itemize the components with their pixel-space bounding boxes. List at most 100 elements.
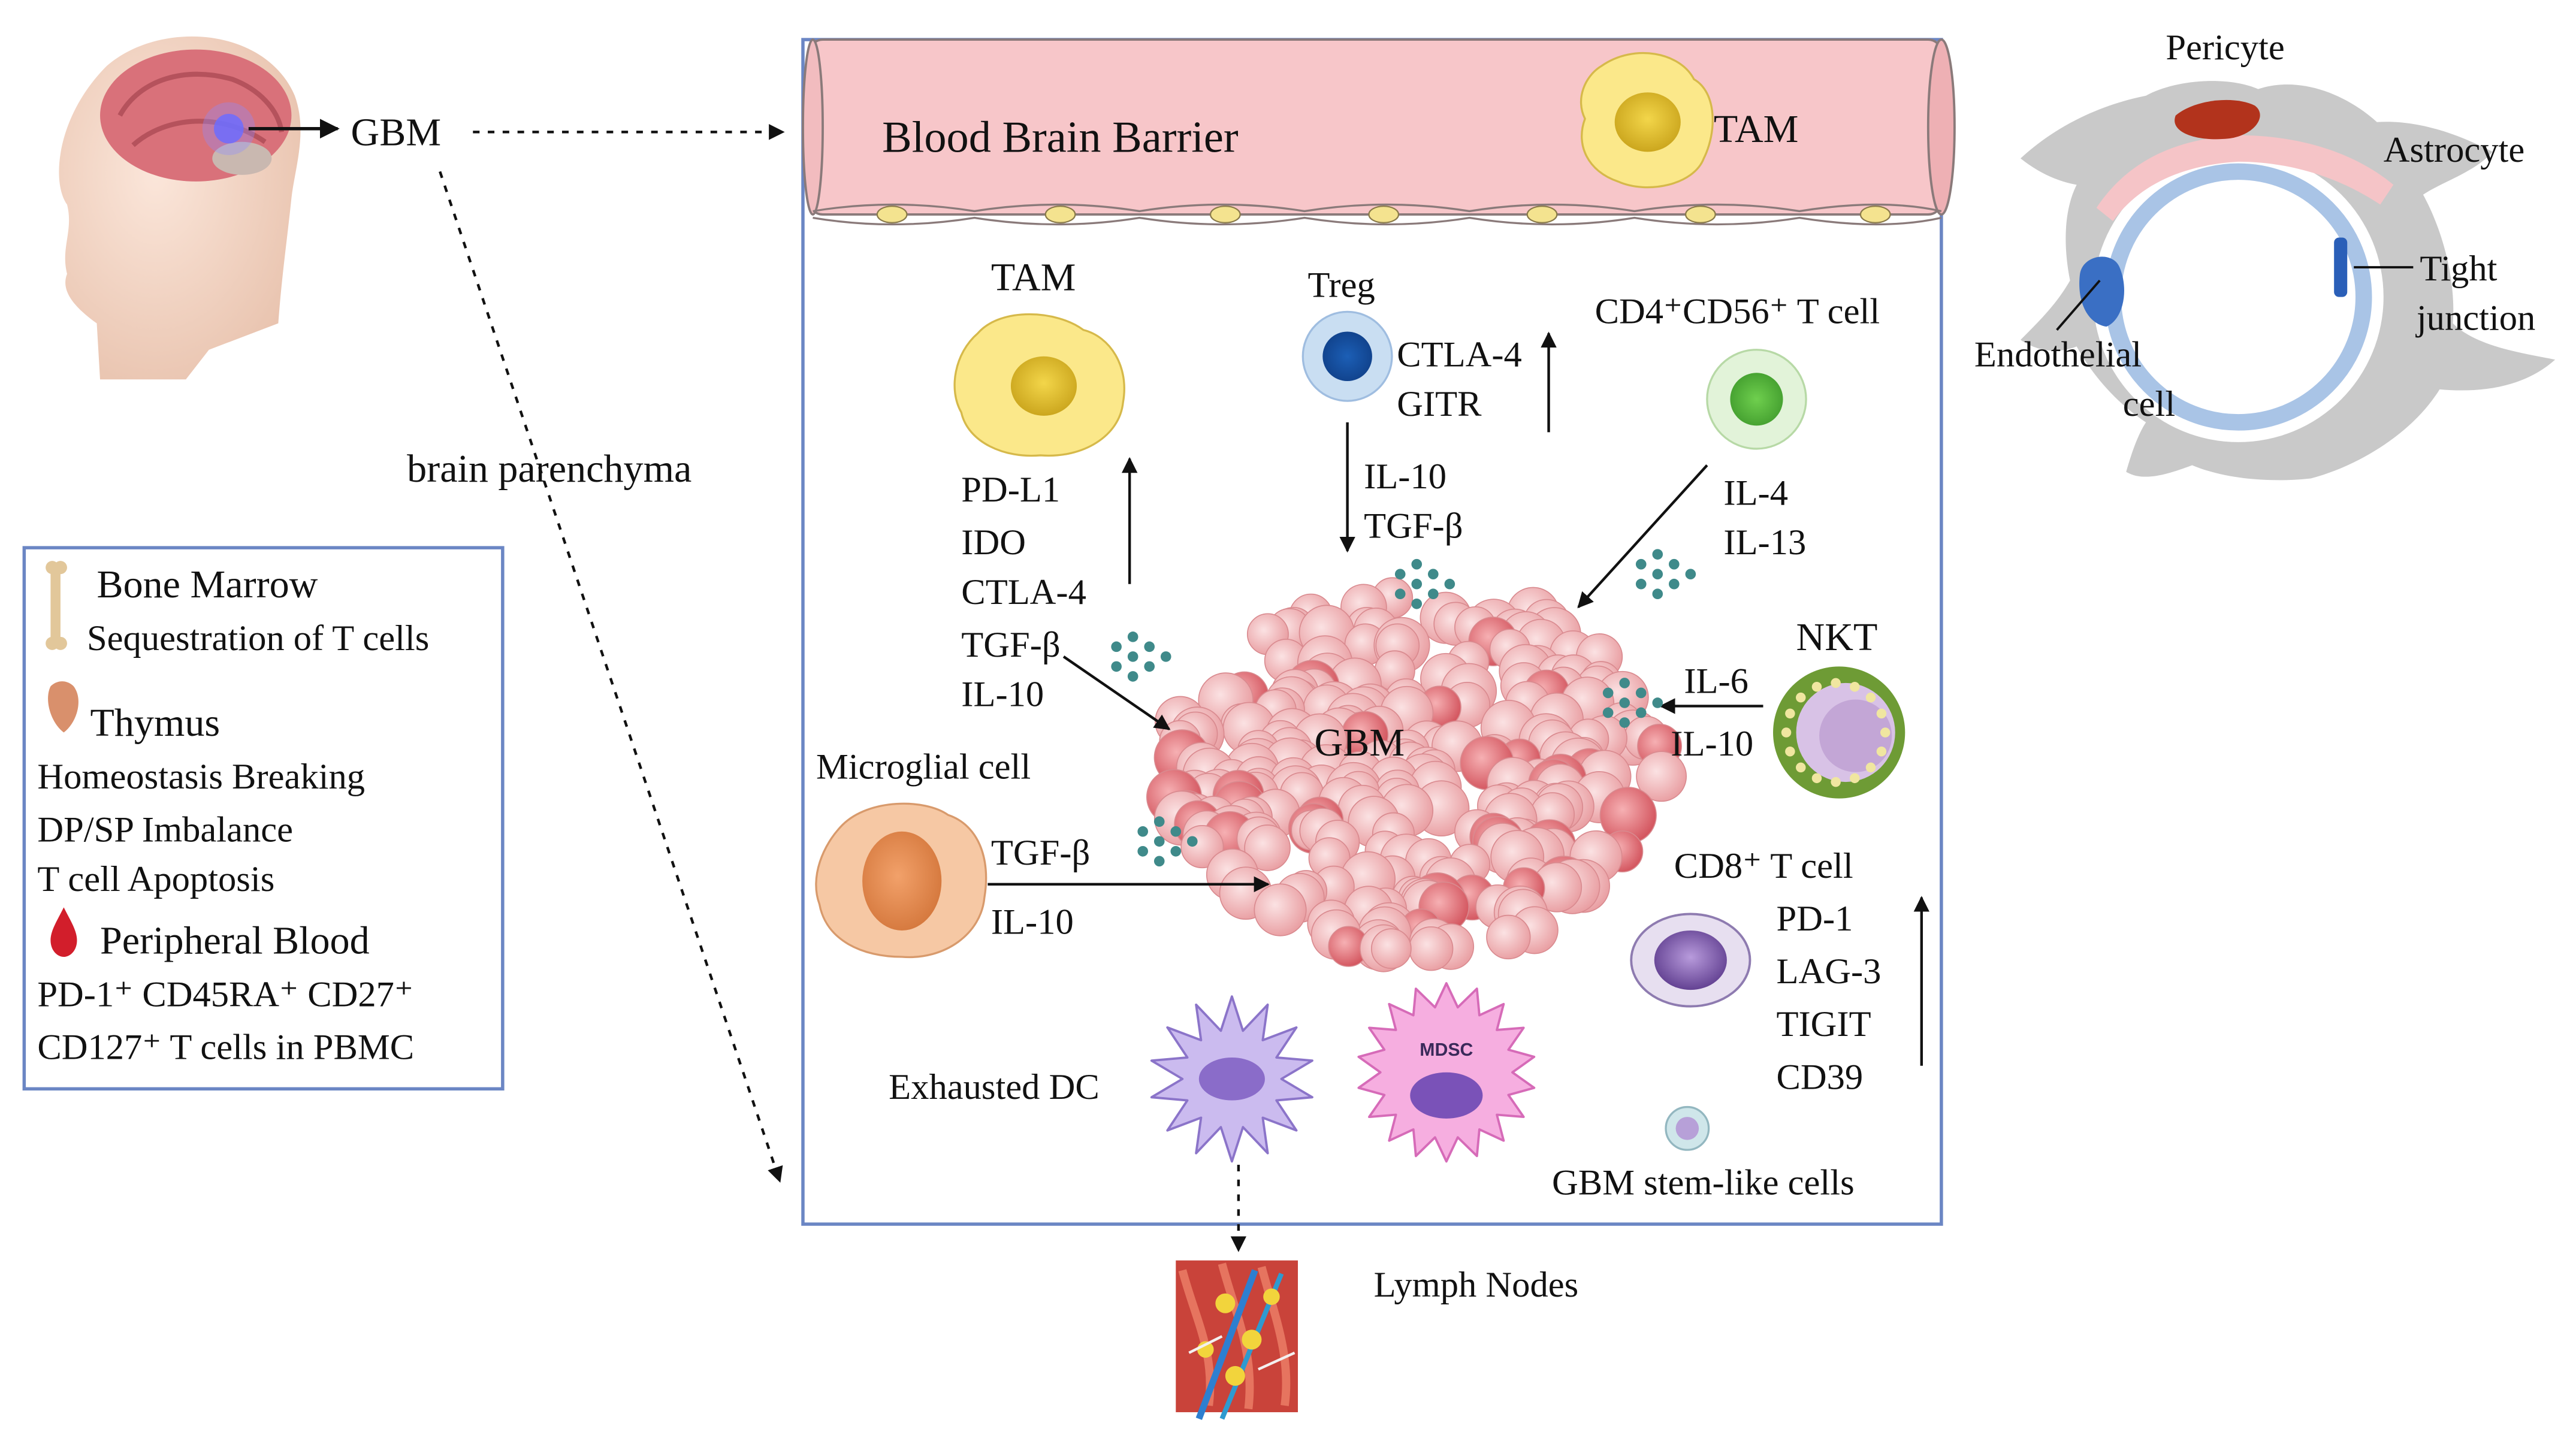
treg-cytokine-dots — [1394, 558, 1455, 609]
cytokine-dot — [1137, 826, 1149, 837]
cd4cd56-to-tumor-arrow — [1577, 464, 1708, 609]
basement-membrane — [2096, 135, 2394, 221]
cytokine-dot — [1635, 558, 1647, 570]
tumor-cell — [1254, 883, 1307, 936]
bone-icon — [46, 561, 67, 650]
cytokine-dot — [1635, 707, 1647, 718]
treg-marker-2: GITR — [1397, 384, 1482, 424]
cytokine-dot — [1394, 569, 1406, 580]
treg-cytokine-2: TGF-β — [1364, 506, 1463, 546]
microglia-cytokine-dots — [1137, 816, 1198, 867]
cd8-marker-2: LAG-3 — [1777, 951, 1882, 992]
astrocyte-label: Astrocyte — [2384, 130, 2524, 170]
mdsc-cell — [1357, 982, 1536, 1163]
blood-drop-icon — [50, 907, 77, 957]
tight-junction-line-2: junction — [2415, 298, 2535, 339]
cytokine-dot — [1170, 826, 1182, 837]
cytokine-dot — [1602, 687, 1614, 699]
cd8-title: CD8⁺ T cell — [1674, 846, 1853, 886]
tam-nucleus — [1010, 356, 1077, 416]
tight-junction-icon — [2334, 237, 2348, 297]
cytokine-dot — [1153, 856, 1165, 867]
gbm-tumor-mass — [1146, 577, 1687, 972]
endothelial-cell-icon — [2079, 256, 2125, 327]
endothelial-line-2: cell — [2123, 384, 2175, 424]
cd4cd56-cytokine-1: IL-4 — [1723, 473, 1788, 513]
cd8-marker-4: CD39 — [1777, 1057, 1864, 1097]
cd4cd56-nucleus — [1730, 373, 1783, 426]
treg-cell — [1301, 310, 1393, 402]
tumor-cell — [1370, 928, 1412, 969]
tam-title: TAM — [991, 256, 1076, 300]
bone-marrow-title: Bone Marrow — [97, 563, 318, 606]
vessel-tam-cell — [1580, 52, 1714, 189]
mdsc-label: MDSC — [1420, 1040, 1473, 1060]
cytokine-dot — [1160, 651, 1171, 662]
cytokine-dot — [1137, 845, 1149, 857]
tumor-cell — [1409, 926, 1454, 971]
bbb-label: Blood Brain Barrier — [882, 113, 1239, 162]
lymph-nodes-label: Lymph Nodes — [1374, 1265, 1579, 1305]
tumor-glow-icon — [214, 113, 244, 144]
cytokine-dot — [1427, 569, 1439, 580]
cd4cd56-cytokine-dots — [1635, 549, 1696, 600]
cd8-cell — [1630, 913, 1751, 1008]
thymus-line-2: DP/SP Imbalance — [37, 809, 293, 850]
tam-marker-1: PD-L1 — [961, 470, 1060, 510]
tam-marker-3: CTLA-4 — [961, 572, 1086, 612]
thymus-title: Thymus — [90, 701, 220, 745]
treg-nucleus — [1322, 331, 1372, 382]
blood-line-2: CD127⁺ T cells in PBMC — [37, 1028, 414, 1068]
cytokine-dot — [1153, 816, 1165, 827]
treg-cytokine-1: IL-10 — [1364, 457, 1446, 497]
vessel-tam-nucleus — [1614, 92, 1681, 152]
cytokine-dot — [1153, 836, 1165, 847]
microglia-cytokine-1: TGF-β — [991, 833, 1090, 873]
cd8-marker-1: PD-1 — [1777, 899, 1853, 939]
systemic-legend: Bone Marrow Sequestration of T cells Thy… — [22, 546, 505, 1091]
stem-label: GBM stem-like cells — [1552, 1163, 1855, 1203]
cytokine-dot — [1127, 632, 1138, 642]
cd8-marker-3: TIGIT — [1777, 1004, 1871, 1044]
treg-marker-1: CTLA-4 — [1397, 334, 1522, 374]
blood-line-1: PD-1⁺ CD45RA⁺ CD27⁺ — [37, 975, 413, 1015]
microglia-title: Microglial cell — [816, 747, 1031, 787]
cytokine-dot — [1619, 717, 1630, 728]
tam-marker-4: TGF-β — [961, 625, 1060, 665]
mdsc-nucleus — [1410, 1072, 1483, 1119]
tumor-label: GBM — [1315, 721, 1405, 765]
nkt-granules — [1781, 678, 1891, 787]
cd4cd56-title: CD4⁺CD56⁺ T cell — [1595, 292, 1880, 332]
vessel-tam-label: TAM — [1714, 107, 1799, 151]
microglia-cytokine-2: IL-10 — [991, 902, 1074, 942]
cd8-nucleus — [1654, 930, 1727, 990]
blood-title: Peripheral Blood — [100, 919, 370, 962]
cytokine-dot — [1394, 588, 1406, 600]
cytokine-dot — [1411, 558, 1423, 570]
gbm-stem-cell — [1665, 1105, 1710, 1151]
cytokine-dot — [1444, 578, 1455, 590]
lymph-node-image — [1176, 1260, 1298, 1420]
thymus-line-1: Homeostasis Breaking — [37, 757, 365, 797]
cd4cd56-cytokine-2: IL-13 — [1723, 522, 1806, 563]
cytokine-dot — [1619, 678, 1630, 688]
tam-cell — [953, 313, 1125, 457]
tumor-cell — [1636, 751, 1687, 802]
bone-marrow-desc: Sequestration of T cells — [87, 618, 429, 658]
nkt-title: NKT — [1796, 615, 1878, 659]
nkt-cytokine-dots — [1602, 678, 1663, 728]
tam-cytokine-dots — [1111, 632, 1171, 682]
cd4cd56-cell — [1706, 349, 1807, 450]
cytokine-dot — [1652, 697, 1663, 708]
cytokine-dot — [1186, 836, 1198, 847]
cytokine-dot — [1111, 641, 1122, 652]
cytokine-dot — [1144, 661, 1155, 672]
tam-to-tumor-arrow — [1062, 655, 1171, 730]
endothelial-line-1: Endothelial — [1974, 334, 2142, 374]
bbb-structure-diagram — [2021, 81, 2556, 481]
nkt-cytokine-1: IL-6 — [1684, 661, 1748, 701]
microglia-cell — [815, 802, 987, 959]
treg-title: Treg — [1308, 265, 1375, 306]
tam-marker-2: IDO — [961, 522, 1026, 563]
